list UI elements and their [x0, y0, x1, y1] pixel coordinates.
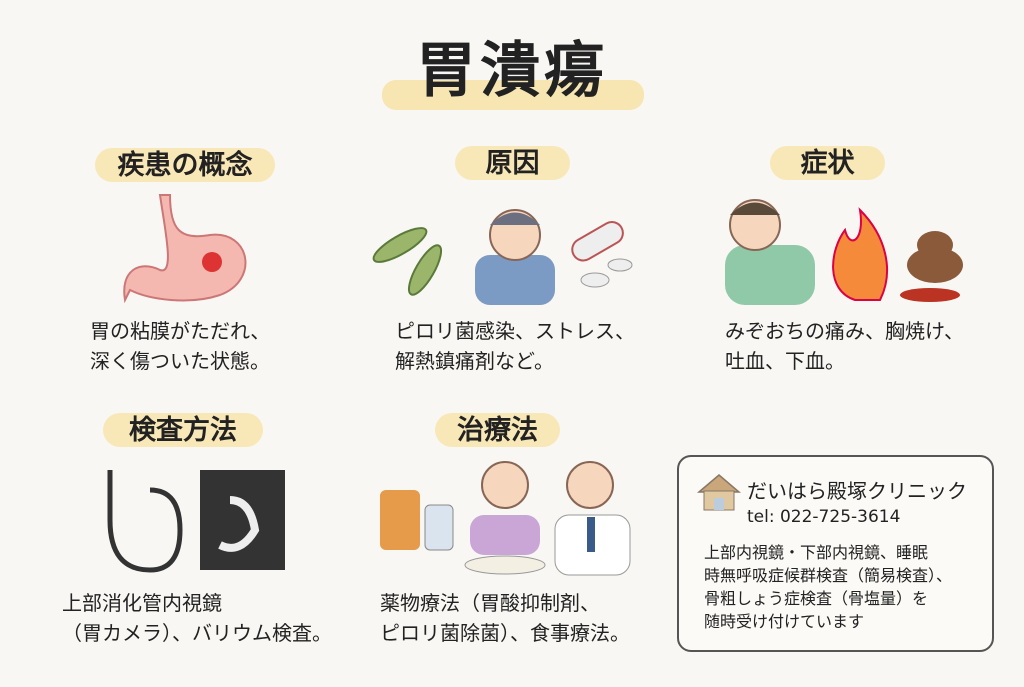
heading-cause: 原因	[485, 148, 540, 179]
stomach-ulcer-illustration	[123, 194, 247, 304]
clinic-info-box: だいはら殿塚クリニック tel: 022-725-3614 上部内視鏡・下部内視…	[677, 455, 994, 652]
xray-icon	[200, 470, 285, 570]
symptoms-illustration	[725, 199, 963, 305]
cause-illustration	[372, 209, 633, 305]
blood-stool-icon	[900, 231, 963, 302]
stomach-pain-person-icon	[725, 199, 815, 305]
concept-text: 胃の粘膜がただれ、深く傷ついた状態。	[90, 319, 271, 373]
heading-tests: 検査方法	[129, 415, 237, 446]
clinic-name: だいはら殿塚クリニック	[747, 479, 967, 503]
symptoms-text: みぞおちの痛み、胸焼け、吐血、下血。	[725, 319, 964, 373]
medicine-bottles-icon	[380, 490, 454, 551]
heading-concept: 疾患の概念	[117, 150, 253, 181]
clinic-house-icon	[697, 474, 741, 511]
heading-highlight	[95, 148, 275, 182]
heading-highlight	[770, 146, 885, 180]
heartburn-fire-icon	[832, 207, 888, 301]
heading-treatment: 治療法	[457, 415, 538, 446]
tests-text: 上部消化管内視鏡（胃カメラ）、バリウム検査。	[62, 591, 332, 645]
doctor-icon	[554, 461, 631, 576]
clinic-services: 上部内視鏡・下部内視鏡、睡眠時無呼吸症候群検査（簡易検査）、骨粗しょう症検査（骨…	[704, 543, 953, 631]
endoscope-icon	[107, 470, 183, 573]
patient-eating-icon	[464, 461, 546, 575]
clinic-phone: tel: 022-725-3614	[747, 507, 901, 527]
page-title: 胃潰瘍	[416, 36, 608, 106]
ulcer-icon	[202, 252, 222, 272]
heading-highlight	[455, 146, 570, 180]
title-highlight	[382, 80, 644, 110]
heading-highlight	[435, 413, 560, 447]
bacteria-icon	[372, 227, 443, 296]
pills-icon	[571, 220, 633, 288]
heading-symptoms: 症状	[800, 148, 855, 179]
treatment-illustration	[380, 461, 631, 576]
stressed-person-icon	[475, 209, 555, 305]
treatment-text: 薬物療法（胃酸抑制剤、ピロリ菌除菌）、食事療法。	[380, 591, 630, 645]
cause-text: ピロリ菌感染、ストレス、解熱鎮痛剤など。	[395, 319, 635, 373]
heading-highlight	[103, 413, 263, 447]
endoscope-xray-illustration	[107, 470, 285, 573]
